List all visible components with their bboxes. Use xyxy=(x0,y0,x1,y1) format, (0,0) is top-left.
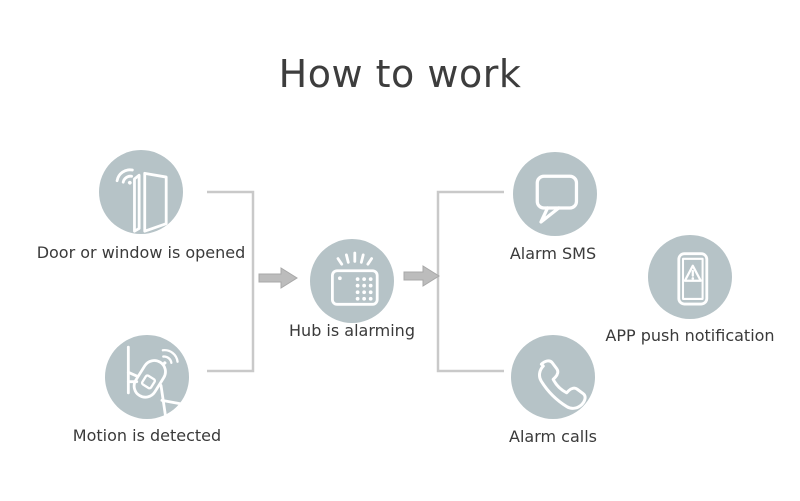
door-node-label: Door or window is opened xyxy=(36,243,246,262)
sms-node-circle xyxy=(513,152,597,236)
phone-alert-icon xyxy=(677,252,709,306)
motion-node-label: Motion is detected xyxy=(72,426,222,445)
app-node-label: APP push notification xyxy=(605,326,775,345)
hub-node-label: Hub is alarming xyxy=(289,321,415,340)
door-node-circle xyxy=(99,150,183,234)
motion-sensor-wifi-icon xyxy=(126,345,189,419)
speech-bubble-icon xyxy=(535,174,579,224)
calls-node-label: Alarm calls xyxy=(509,427,597,446)
door-open-wifi-icon xyxy=(115,168,168,233)
hub-alarm-icon xyxy=(331,251,379,306)
phone-handset-icon xyxy=(538,359,587,410)
app-node-circle xyxy=(648,235,732,319)
left-bracket-line xyxy=(207,190,255,373)
flow-arrow-icon xyxy=(258,267,298,289)
right-bracket-line xyxy=(436,190,504,373)
calls-node-circle xyxy=(511,335,595,419)
flow-arrow-icon xyxy=(403,265,440,287)
hub-node-circle xyxy=(310,239,394,323)
motion-node-circle xyxy=(105,335,189,419)
sms-node-label: Alarm SMS xyxy=(509,244,597,263)
page-title: How to work xyxy=(278,52,522,96)
